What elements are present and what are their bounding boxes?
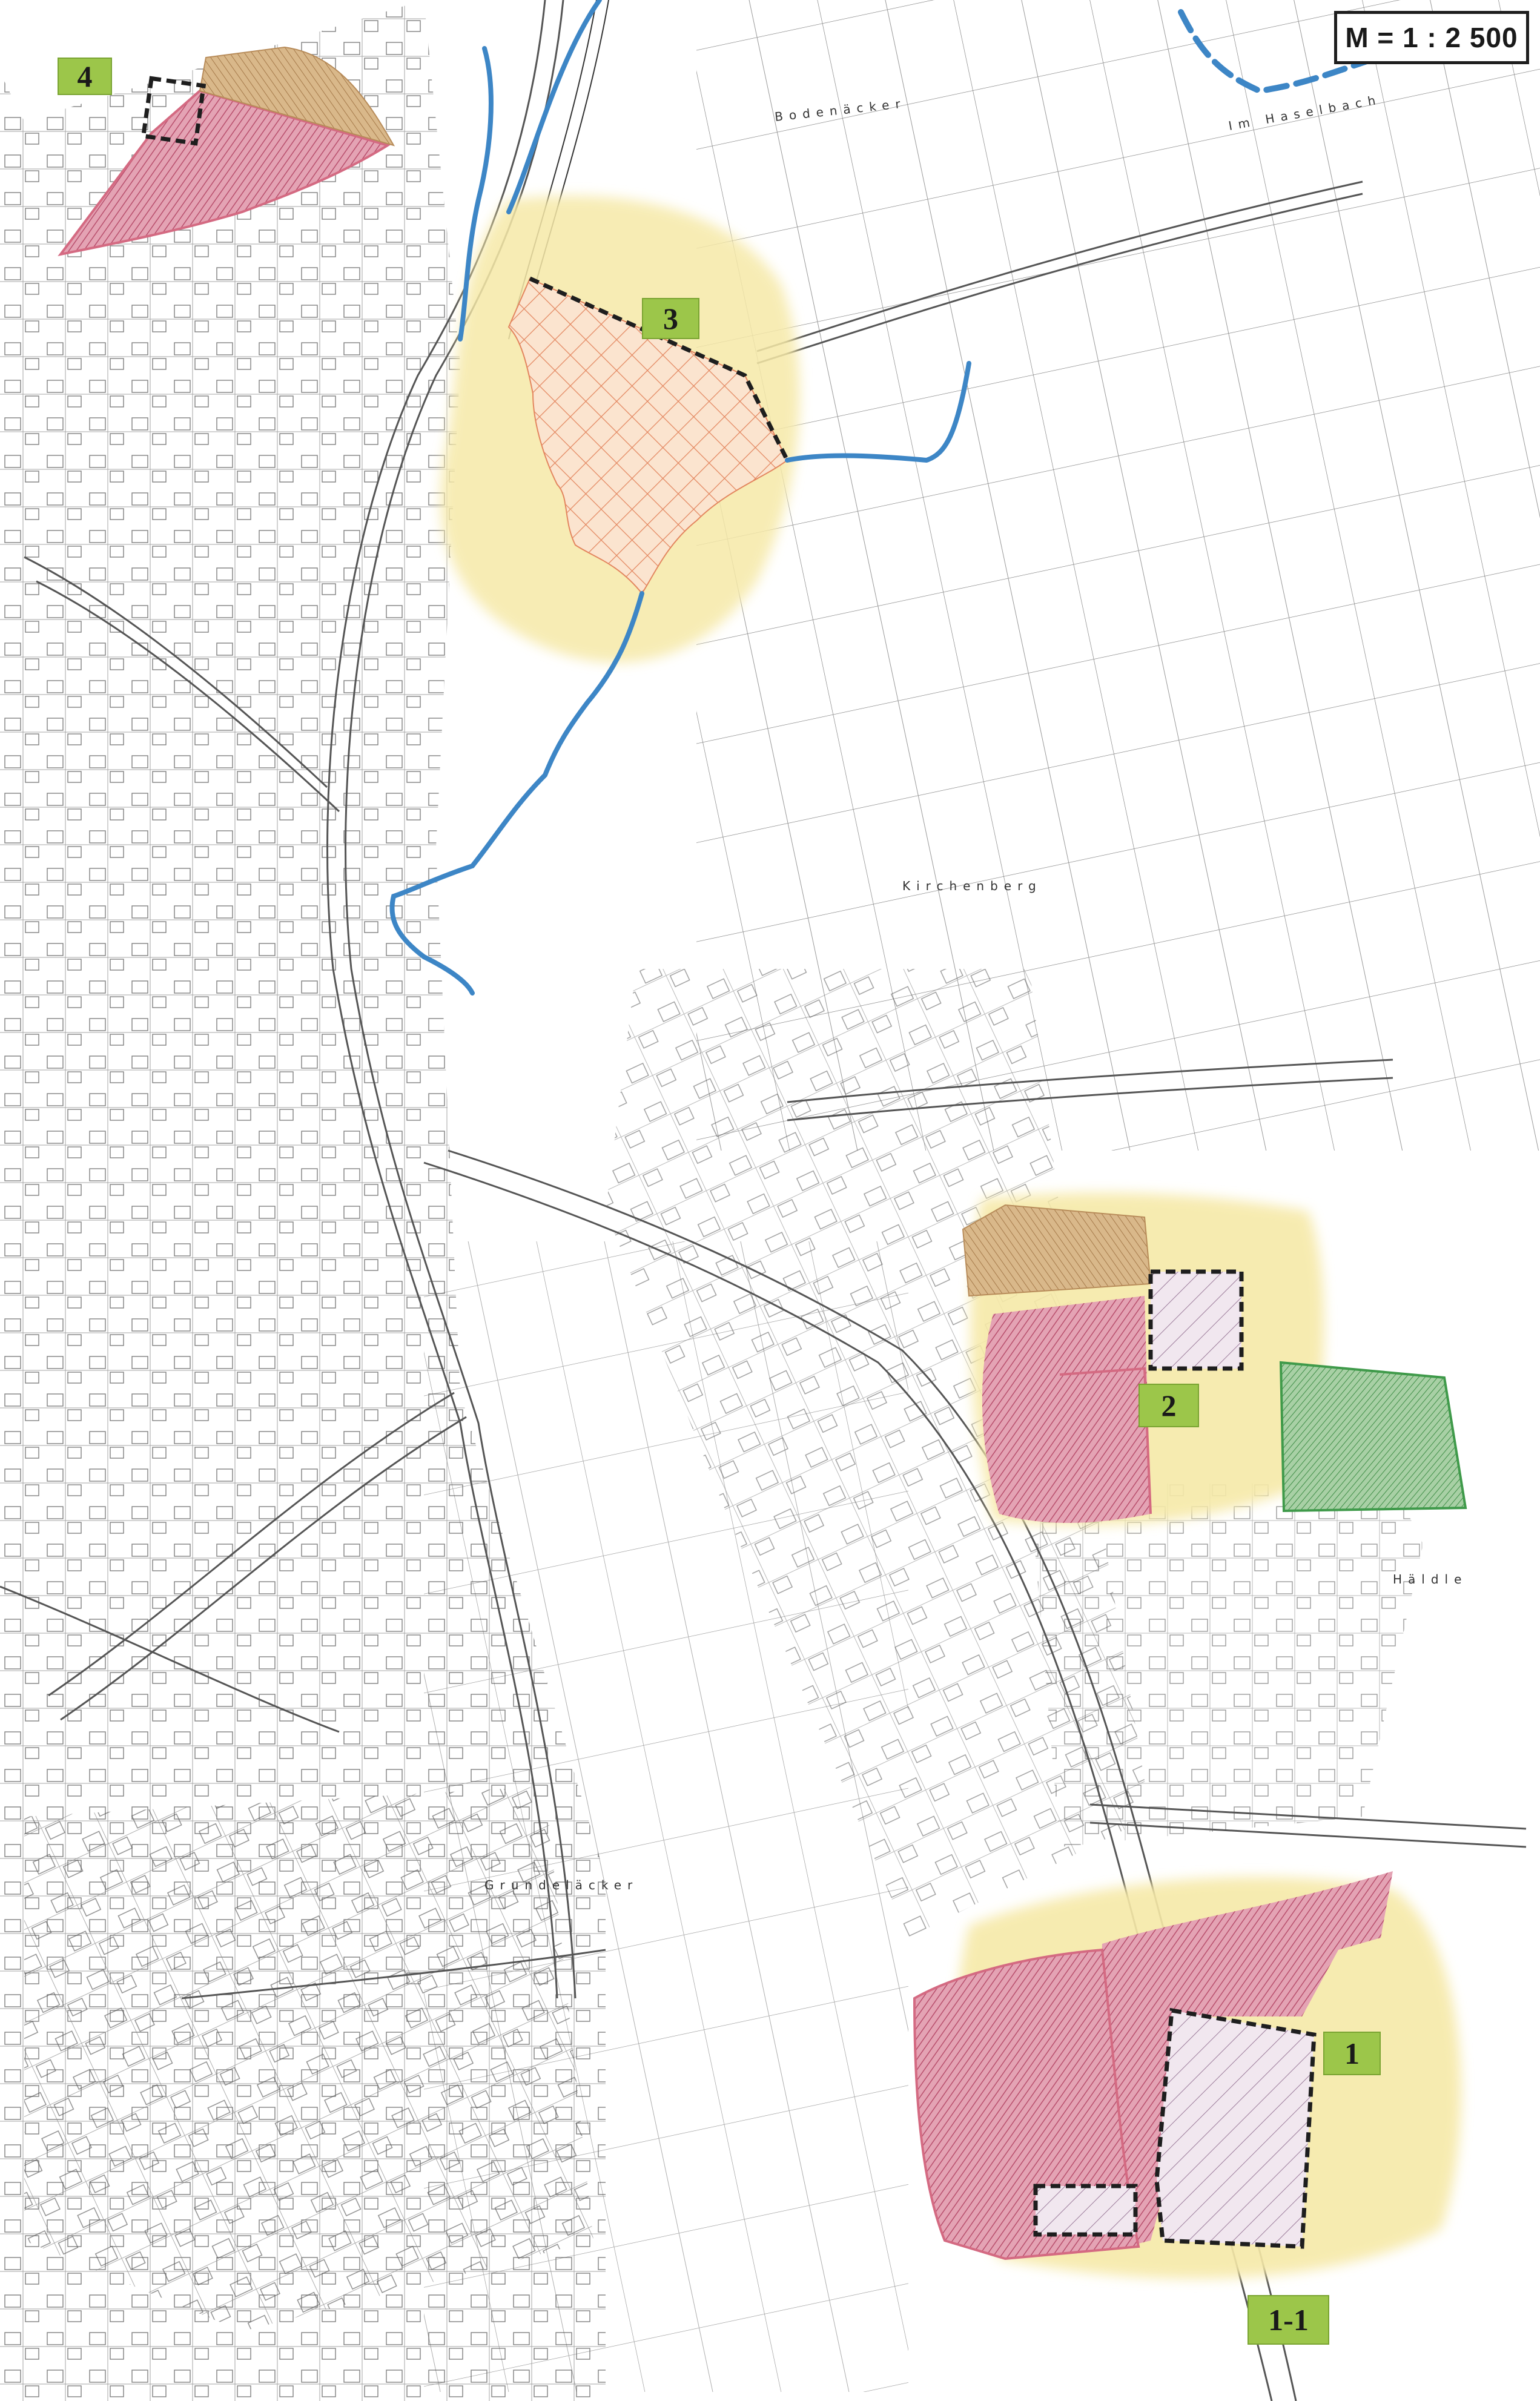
area-label-4: 4 bbox=[58, 58, 112, 95]
area-2-boundary-red bbox=[1059, 1367, 1152, 1514]
area-4-red-zone bbox=[58, 89, 391, 256]
area-2-brown-zone bbox=[962, 1204, 1152, 1297]
residential-blocks-southwest bbox=[24, 1786, 593, 2331]
scale-label: M = 1 : 2 500 bbox=[1345, 22, 1518, 53]
area-1-purple-parcel bbox=[1154, 2007, 1317, 2249]
street-label-grundelaecker: Grundeläcker bbox=[484, 1878, 638, 1892]
area-4-brown-zone bbox=[199, 46, 395, 147]
area-4-boundary bbox=[140, 76, 207, 146]
area-2-purple-parcel bbox=[1148, 1269, 1244, 1371]
street-label-kirchenberg: Kirchenberg bbox=[902, 879, 1042, 893]
stream-dashed-top-right bbox=[1178, 9, 1372, 94]
field-parcels-east bbox=[696, 0, 1540, 1151]
area-3-orange-hatch bbox=[507, 277, 788, 595]
area-label-3: 3 bbox=[642, 298, 699, 339]
stream-network bbox=[389, 0, 971, 996]
area-2-red-zone bbox=[982, 1296, 1151, 1523]
area-2-green-zone bbox=[1279, 1361, 1467, 1513]
area-1-1-parcel bbox=[1033, 2184, 1138, 2237]
residential-blocks-south bbox=[1029, 1484, 1423, 1847]
street-label-haeldle: Häldle bbox=[1393, 1572, 1467, 1587]
area-label-1-1: 1-1 bbox=[1248, 2295, 1329, 2345]
area-label-1: 1 bbox=[1323, 2032, 1381, 2075]
scale-indicator: M = 1 : 2 500 bbox=[1334, 11, 1529, 64]
area-label-2: 2 bbox=[1138, 1384, 1199, 1427]
area-3-boundary bbox=[529, 276, 790, 461]
area-1-1-red-zone bbox=[913, 1948, 1140, 2261]
